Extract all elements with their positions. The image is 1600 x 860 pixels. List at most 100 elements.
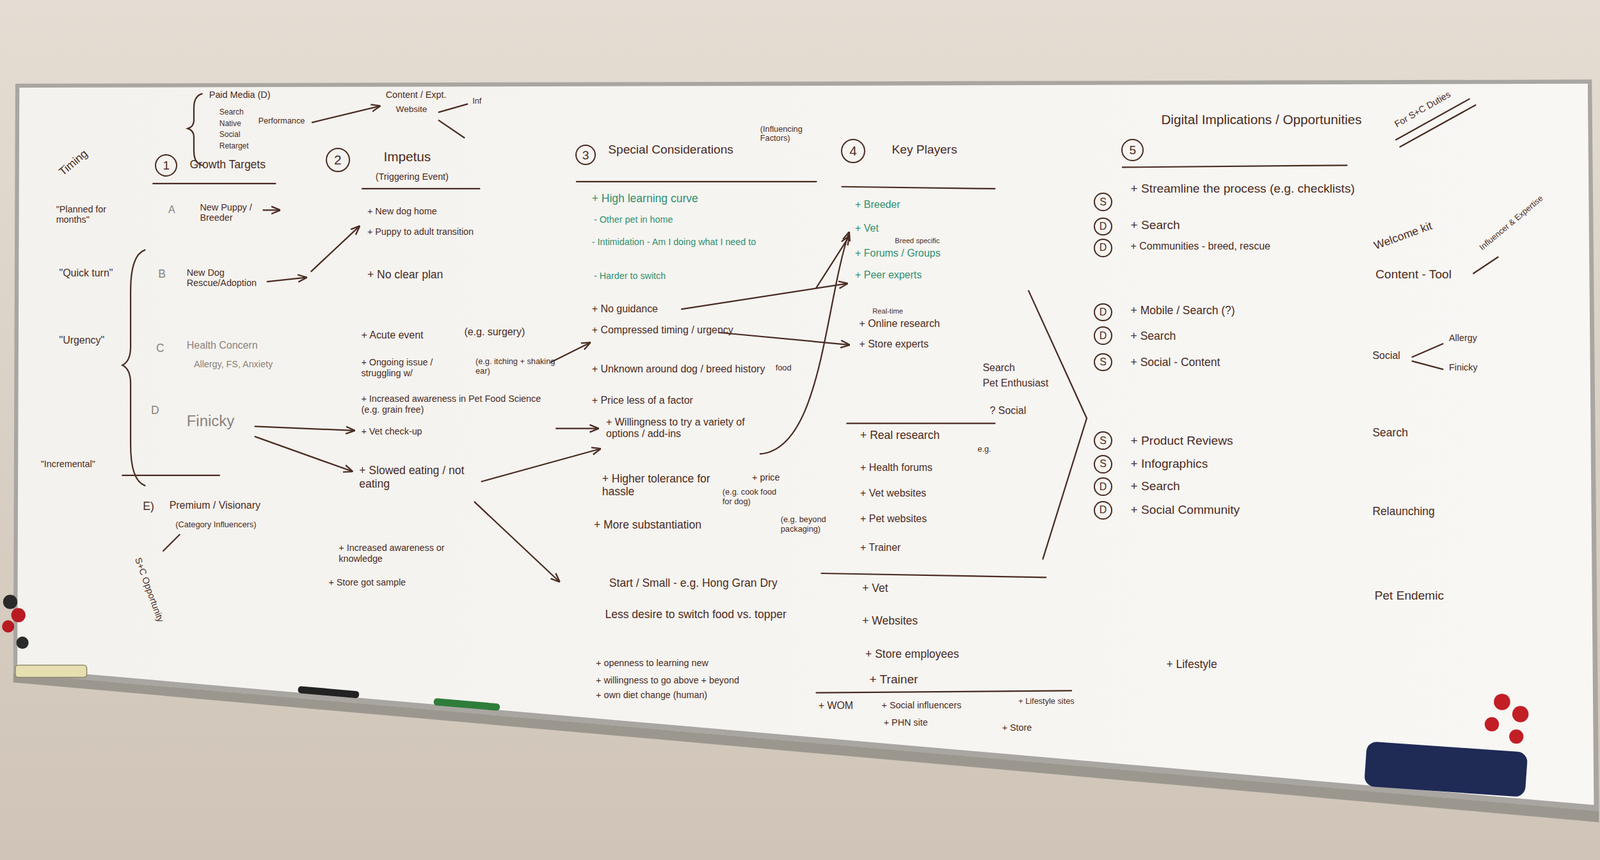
circled-marker: D xyxy=(1093,238,1113,258)
board-note: Special Considerations xyxy=(608,142,734,157)
board-note: S+C Opportunity xyxy=(133,556,167,624)
underline xyxy=(841,186,995,189)
board-note: + High learning curve xyxy=(592,192,699,205)
arrow-line xyxy=(816,236,850,288)
circle-letter: 1 xyxy=(163,159,171,172)
board-note: + New dog home xyxy=(367,206,438,217)
board-note: + WOM xyxy=(818,700,854,712)
board-note: + No clear plan xyxy=(367,268,443,281)
board-note: + Communities - breed, rescue xyxy=(1130,240,1271,253)
board-note: + own diet change (human) xyxy=(595,689,708,701)
board-note: "Incremental" xyxy=(40,458,96,470)
board-note: A xyxy=(168,204,176,216)
board-note: + Social Community xyxy=(1130,503,1241,518)
arrow-line xyxy=(267,277,307,282)
magnet xyxy=(3,594,18,609)
board-note: Finicky xyxy=(1448,362,1478,373)
board-note: + Lifestyle xyxy=(1166,657,1217,671)
board-note: + Social - Content xyxy=(1130,355,1221,369)
board-note: (Triggering Event) xyxy=(375,171,449,182)
board-note: B xyxy=(158,267,166,281)
circled-marker: 4 xyxy=(840,138,866,164)
eraser-pad xyxy=(15,664,88,678)
circle-letter: S xyxy=(1099,435,1107,447)
magnet xyxy=(1509,729,1524,744)
board-note: "Quick turn" xyxy=(58,267,113,280)
circled-marker: 3 xyxy=(575,144,596,166)
board-note: Inf xyxy=(472,96,482,107)
arrow-line xyxy=(311,226,360,272)
board-note: + Infographics xyxy=(1130,456,1209,472)
board-note: E) xyxy=(142,499,155,513)
board-note: Allergy xyxy=(1448,332,1478,344)
circled-marker: D xyxy=(1093,303,1113,322)
board-note: Social xyxy=(219,130,241,140)
board-note: + Product Reviews xyxy=(1130,433,1234,448)
board-note: + Compressed timing / urgency xyxy=(592,324,745,336)
arrow-line xyxy=(263,209,280,211)
board-note: + Trainer xyxy=(860,542,901,554)
board-note: Real-time xyxy=(872,307,904,316)
circle-letter: S xyxy=(1099,458,1107,470)
board-note: New Dog Rescue/Adoption xyxy=(186,267,284,289)
board-note: + Ongoing issue / struggling w/ xyxy=(360,357,472,379)
board-note: + Store employees xyxy=(865,647,960,661)
board-note: Website xyxy=(396,104,428,115)
divider-line xyxy=(816,690,1072,693)
board-note: + Vet check-up xyxy=(360,426,422,437)
board-note: Health Concern xyxy=(186,339,258,352)
board-note: food xyxy=(775,363,792,374)
marker-pen xyxy=(433,698,500,712)
underline xyxy=(1122,165,1348,168)
board-note: + openness to learning new xyxy=(595,657,709,669)
board-note: (e.g. itching + shaking ear) xyxy=(475,357,563,376)
circle-letter: S xyxy=(1099,357,1107,368)
board-note: D xyxy=(151,403,160,417)
board-note: + Health forums xyxy=(860,462,933,474)
board-note: Pet Enthusiast xyxy=(982,377,1060,390)
board-note: Timing xyxy=(56,147,91,179)
circled-marker: D xyxy=(1093,501,1113,520)
board-note: Start / Small - e.g. Hong Gran Dry xyxy=(609,576,829,590)
board-note: Search xyxy=(1372,426,1408,440)
arrow-line xyxy=(474,501,559,582)
board-note: (Category Influencers) xyxy=(175,520,256,530)
board-note: (Influencing Factors) xyxy=(760,124,832,144)
board-note: Native xyxy=(219,119,242,129)
board-note: Retarget xyxy=(219,142,249,152)
circle-letter: D xyxy=(1099,307,1108,318)
ink-strokes xyxy=(122,94,1498,694)
magnet xyxy=(1,620,15,633)
board-note: + Price less of a factor xyxy=(592,394,694,407)
board-note: Influencer & Expertise xyxy=(1477,193,1545,252)
board-note: For S+C Duties xyxy=(1392,88,1453,130)
board-note: + willingness to go above + beyond xyxy=(595,675,740,686)
board-note: + Unknown around dog / breed history xyxy=(592,363,766,376)
board-note: + Store got sample xyxy=(328,577,406,588)
marker-pen xyxy=(297,686,360,699)
board-note: + Store experts xyxy=(858,338,929,351)
board-note: "Planned for months" xyxy=(56,204,128,226)
circled-marker: D xyxy=(1093,326,1113,345)
circled-marker: D xyxy=(1093,217,1113,237)
board-note: + price xyxy=(752,472,780,483)
circle-letter: D xyxy=(1099,242,1108,253)
circle-letter: D xyxy=(1099,481,1108,493)
board-note: + Search xyxy=(1130,329,1177,343)
board-note: - Other pet in home xyxy=(593,214,673,225)
arrow-line xyxy=(556,427,598,429)
arrow-line xyxy=(551,343,591,363)
board-note: + Slowed eating / not eating xyxy=(359,464,477,490)
board-note: + Higher tolerance for hassle xyxy=(602,472,715,498)
underline xyxy=(152,183,276,185)
board-note: + Search xyxy=(1130,479,1181,494)
board-note: + Increased awareness or knowledge xyxy=(338,542,451,564)
board-note: Breed specific xyxy=(894,236,940,246)
leader-line xyxy=(163,534,180,552)
board-note: - Intimidation - Am I doing what I need … xyxy=(592,236,771,248)
arrow-line xyxy=(760,232,850,455)
board-note: + Mobile / Search (?) xyxy=(1130,304,1236,317)
leader-line xyxy=(1412,343,1444,358)
magnet xyxy=(11,608,26,623)
